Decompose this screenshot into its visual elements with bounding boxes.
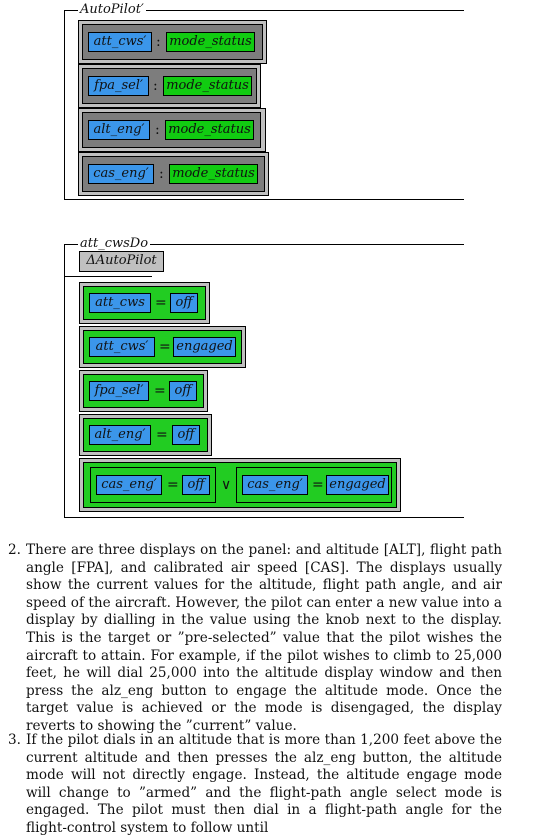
- variable-chip: alt_eng′: [89, 425, 151, 445]
- variable-chip: att_cws′: [88, 32, 152, 52]
- declaration-inner: fpa_sel′ : mode_status: [82, 68, 257, 104]
- schema-bottom-rule: [64, 199, 464, 200]
- value-chip: engaged: [326, 475, 389, 495]
- colon: :: [153, 78, 158, 94]
- schema-bottom-rule: [64, 517, 464, 518]
- or-symbol: ∨: [221, 477, 232, 493]
- item-paragraph: There are three displays on the panel: a…: [26, 542, 502, 734]
- variable-chip: cas_eng′: [88, 164, 154, 184]
- schema-left-rule: [64, 10, 65, 200]
- colon: :: [159, 166, 164, 182]
- variable-chip: cas_eng′: [96, 475, 162, 495]
- declaration-inner: alt_eng′ : mode_status: [82, 112, 261, 148]
- predicate-inner: alt_eng′ = off: [83, 418, 208, 452]
- value-chip: off: [169, 381, 197, 401]
- equals: =: [167, 477, 179, 493]
- value-chip: engaged: [173, 337, 236, 357]
- equals: =: [159, 339, 171, 355]
- declaration-inner: cas_eng′ : mode_status: [82, 156, 265, 192]
- declaration-inner: att_cws′ : mode_status: [82, 24, 263, 60]
- predicate-inner: att_cws = off: [83, 286, 206, 320]
- type-chip: mode_status: [165, 120, 254, 140]
- disjunction-row: cas_eng′ = off ∨ cas_eng′ = engaged: [79, 458, 401, 512]
- predicate-row: att_cws = off: [79, 282, 210, 324]
- variable-chip: fpa_sel′: [89, 381, 149, 401]
- schema-left-rule: [64, 244, 65, 518]
- declaration-row: alt_eng′ : mode_status: [78, 108, 266, 152]
- value-chip: off: [182, 475, 210, 495]
- schema-divider: [64, 276, 152, 277]
- variable-chip: cas_eng′: [242, 475, 308, 495]
- schema-att-cws-do: att_cwsDo ΔAutoPilot att_cws = off att_c…: [64, 236, 464, 518]
- equals: =: [154, 383, 166, 399]
- type-chip: mode_status: [166, 32, 255, 52]
- value-chip: off: [170, 293, 198, 313]
- delta-label: ΔAutoPilot: [86, 253, 157, 268]
- value-chip: off: [172, 425, 200, 445]
- declaration-row: fpa_sel′ : mode_status: [78, 64, 261, 108]
- equals: =: [156, 427, 168, 443]
- delta-chip: ΔAutoPilot: [79, 251, 164, 272]
- predicate-inner: att_cws′ = engaged: [83, 330, 242, 364]
- declaration-row: cas_eng′ : mode_status: [78, 152, 269, 196]
- predicate-row: alt_eng′ = off: [79, 414, 212, 456]
- variable-chip: att_cws′: [89, 337, 155, 357]
- variable-chip: fpa_sel′: [88, 76, 149, 96]
- schema-top-rule: [64, 244, 464, 245]
- equals: =: [312, 477, 324, 493]
- item-paragraph: If the pilot dials in an altitude that i…: [26, 732, 502, 836]
- schema-title: att_cwsDo: [78, 236, 151, 252]
- equals: =: [155, 295, 167, 311]
- predicate-inner: fpa_sel′ = off: [83, 374, 204, 408]
- disjunct-right: cas_eng′ = engaged: [236, 467, 392, 503]
- schema-top-rule: [64, 10, 464, 11]
- type-chip: mode_status: [169, 164, 258, 184]
- disjunction-inner: cas_eng′ = off ∨ cas_eng′ = engaged: [83, 462, 397, 508]
- declaration-row: att_cws′ : mode_status: [78, 20, 267, 64]
- predicate-row: fpa_sel′ = off: [79, 370, 208, 412]
- type-chip: mode_status: [163, 76, 252, 96]
- item-number: 3.: [8, 732, 21, 748]
- schema-title: AutoPilot′: [78, 2, 146, 18]
- item-number: 2.: [8, 542, 21, 558]
- predicate-row: att_cws′ = engaged: [79, 326, 246, 368]
- variable-chip: alt_eng′: [88, 120, 150, 140]
- colon: :: [155, 122, 160, 138]
- schema-autopilot: AutoPilot′ att_cws′ : mode_status fpa_se…: [64, 2, 464, 200]
- disjunct-left: cas_eng′ = off: [90, 467, 216, 503]
- variable-chip: att_cws: [89, 293, 151, 313]
- colon: :: [156, 34, 161, 50]
